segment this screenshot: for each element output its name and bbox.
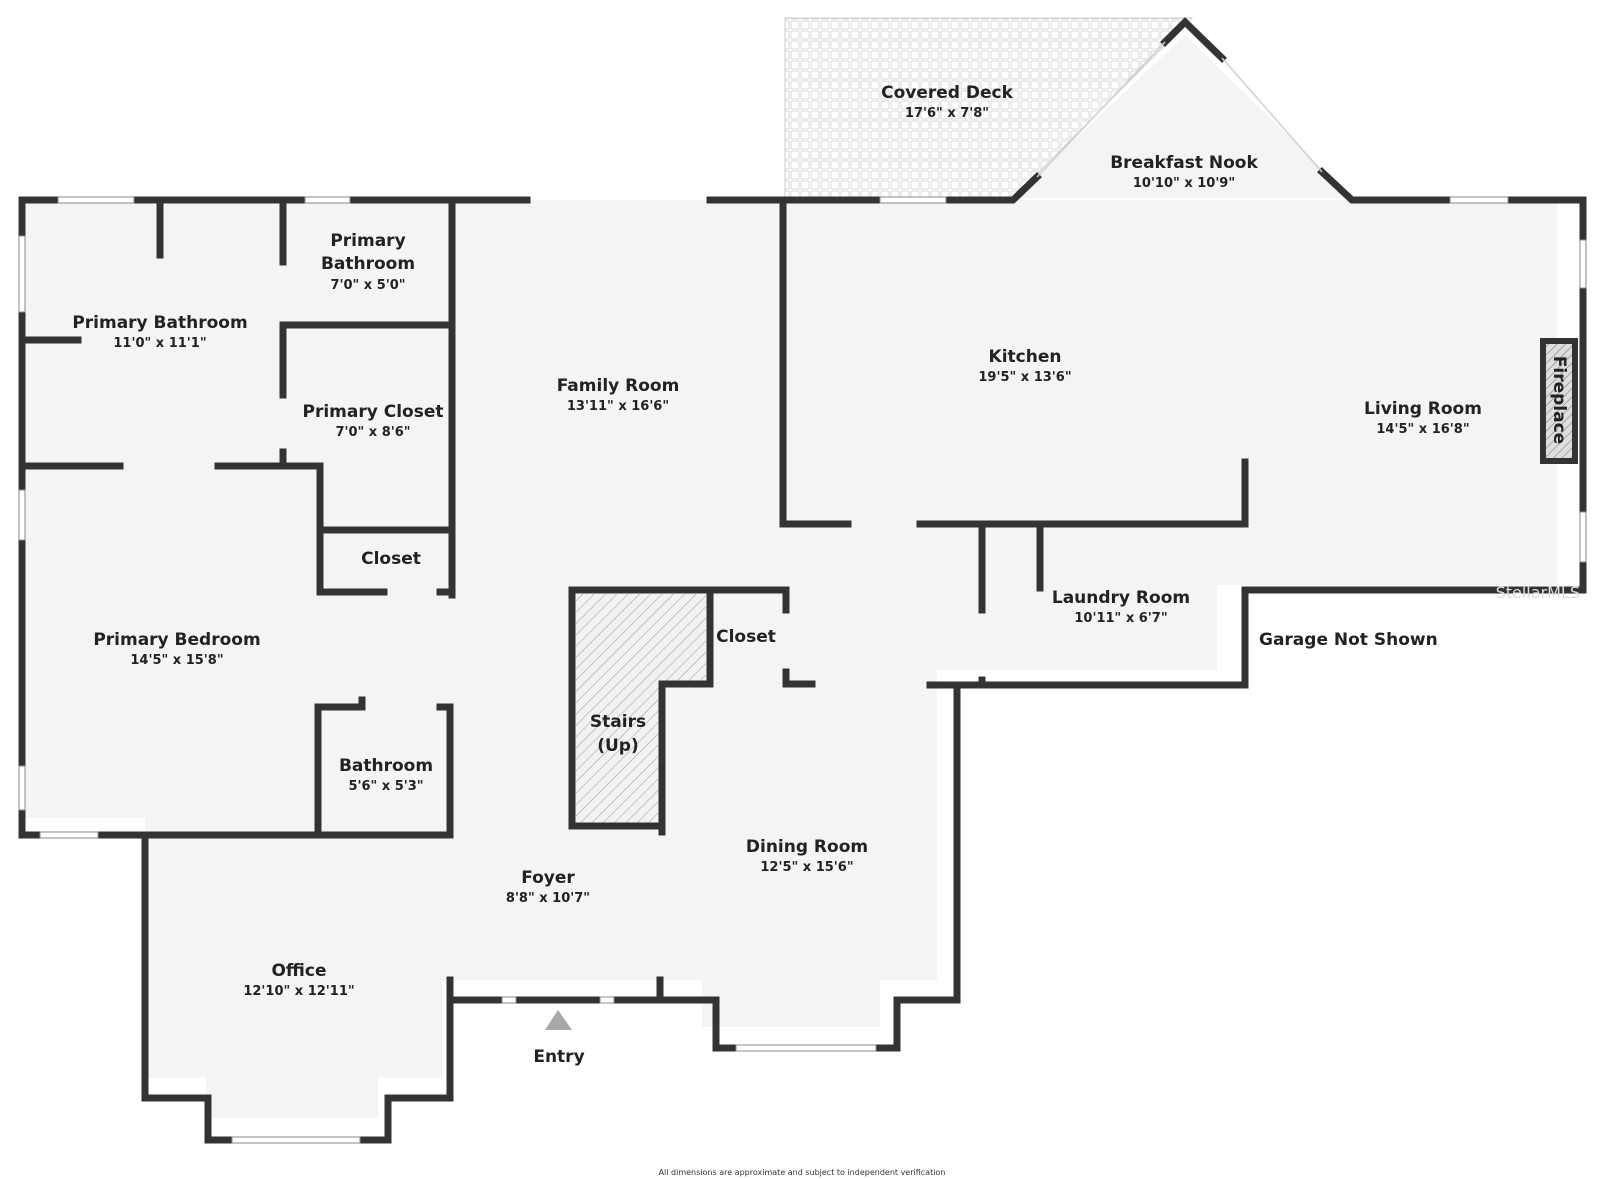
room-name: Dining Room [746,837,868,857]
room-name: Breakfast Nook [1110,153,1258,173]
room-dining-room: Dining Room 12'5" x 15'6" [746,837,868,875]
room-dimensions: 13'11" x 16'6" [567,399,669,414]
room-living-room: Living Room 14'5" x 16'8" [1364,399,1482,437]
room-dimensions: 14'5" x 15'8" [130,653,223,668]
room-dimensions: 11'0" x 11'1" [113,336,206,351]
room-bathroom: Bathroom 5'6" x 5'3" [339,756,433,794]
room-stairs: Stairs (Up) [590,712,646,756]
room-name-line2: Bathroom [321,254,415,274]
room-family-room: Family Room 13'11" x 16'6" [557,376,680,414]
room-dimensions: 8'8" x 10'7" [506,891,590,906]
room-name-line1: Primary [330,231,405,251]
room-dimensions: 12'10" x 12'11" [243,984,354,999]
room-dimensions: 12'5" x 15'6" [760,860,853,875]
room-dimensions: 10'11" x 6'7" [1074,611,1167,626]
windows [18,41,1587,1144]
room-foyer: Foyer 8'8" x 10'7" [506,868,590,906]
garage-not-shown-label: Garage Not Shown [1259,630,1438,650]
watermark: StellarMLS [1496,583,1580,602]
room-dimensions: 14'5" x 16'8" [1376,422,1469,437]
entry-label: Entry [533,1047,584,1067]
fireplace-label: Fireplace [1549,356,1569,444]
room-name: Covered Deck [881,83,1013,103]
room-primary-bathroom-small: Primary Bathroom 7'0" x 5'0" [321,231,415,293]
room-name: Laundry Room [1052,588,1190,608]
room-name: Office [271,961,326,981]
room-primary-bathroom: Primary Bathroom 11'0" x 11'1" [72,313,247,351]
room-name: Family Room [557,376,680,396]
room-name: Primary Bedroom [93,630,260,650]
room-name: Primary Bathroom [72,313,247,333]
room-breakfast-nook: Breakfast Nook 10'10" x 10'9" [1110,153,1258,191]
room-name: Bathroom [339,756,433,776]
room-name-line1: Stairs [590,712,646,732]
entry-arrow-icon [545,1010,572,1030]
room-name: Foyer [521,868,575,888]
room-dimensions: 17'6" x 7'8" [905,106,989,121]
room-name: Primary Closet [303,402,444,422]
room-dimensions: 10'10" x 10'9" [1133,176,1235,191]
room-name-line2: (Up) [597,736,639,756]
room-primary-bedroom: Primary Bedroom 14'5" x 15'8" [93,630,260,668]
footer-disclaimer: All dimensions are approximate and subje… [659,1168,946,1177]
room-dimensions: 7'0" x 5'0" [330,278,405,293]
room-covered-deck: Covered Deck 17'6" x 7'8" [881,83,1013,121]
stairs-area [576,594,706,826]
room-name: Kitchen [989,347,1062,367]
room-dimensions: 5'6" x 5'3" [348,779,423,794]
walls [18,17,1587,1144]
room-primary-closet: Primary Closet 7'0" x 8'6" [303,402,444,440]
room-dimensions: 7'0" x 8'6" [335,425,410,440]
room-closet-upper: Closet [361,549,421,569]
room-closet-stairs: Closet [716,627,776,647]
room-office: Office 12'10" x 12'11" [243,961,354,999]
fireplace-hearth [1540,338,1578,464]
room-dimensions: 19'5" x 13'6" [978,370,1071,385]
room-laundry-room: Laundry Room 10'11" x 6'7" [1052,588,1190,626]
room-kitchen: Kitchen 19'5" x 13'6" [978,347,1071,385]
room-name: Living Room [1364,399,1482,419]
